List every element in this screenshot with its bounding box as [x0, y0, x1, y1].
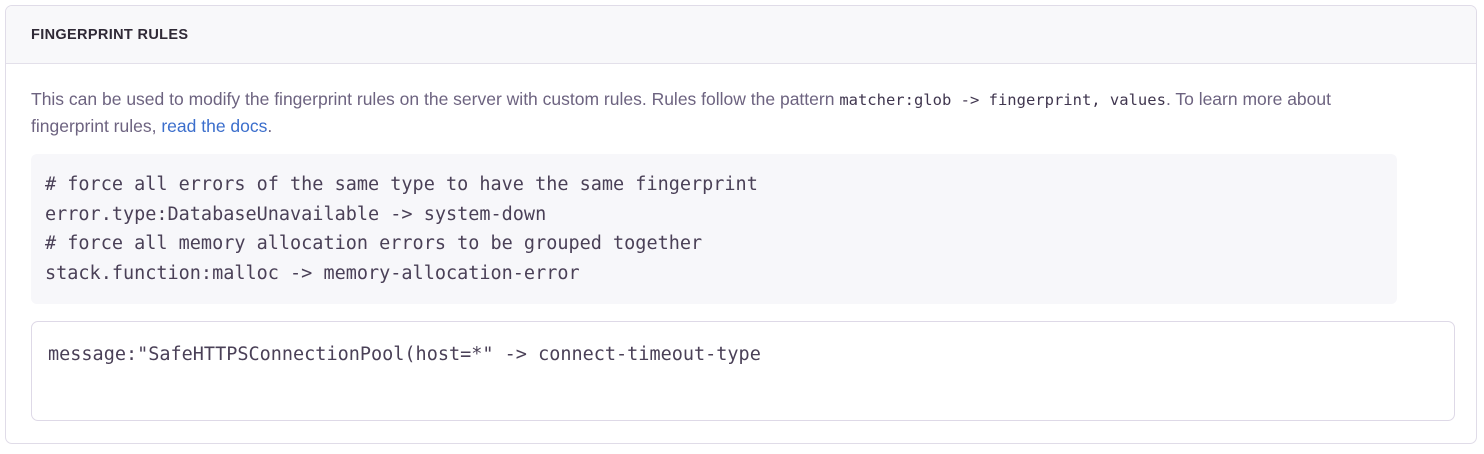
code-line: error.type:DatabaseUnavailable -> system…	[45, 203, 547, 225]
description-after-code: . To learn more about fingerprint rules,	[31, 89, 1331, 136]
panel-body: This can be used to modify the fingerpri…	[6, 64, 1476, 421]
description-text: This can be used to modify the fingerpri…	[31, 86, 1376, 139]
page-title: FINGERPRINT RULES	[31, 26, 189, 43]
code-line: # force all errors of the same type to h…	[45, 174, 758, 195]
fingerprint-rules-panel: FINGERPRINT RULES This can be used to mo…	[5, 5, 1477, 444]
code-line: # force all memory allocation errors to …	[45, 233, 703, 254]
description-before-code: This can be used to modify the fingerpri…	[31, 89, 840, 109]
example-code-block: # force all errors of the same type to h…	[31, 154, 1397, 304]
fingerprint-rules-input[interactable]	[31, 321, 1455, 421]
description-trailing: .	[267, 116, 273, 136]
read-the-docs-link[interactable]: read the docs	[161, 116, 268, 136]
inline-code-pattern: matcher:glob -> fingerprint, values	[839, 91, 1166, 109]
panel-header: FINGERPRINT RULES	[6, 6, 1476, 64]
code-line: stack.function:malloc -> memory-allocati…	[45, 262, 580, 284]
